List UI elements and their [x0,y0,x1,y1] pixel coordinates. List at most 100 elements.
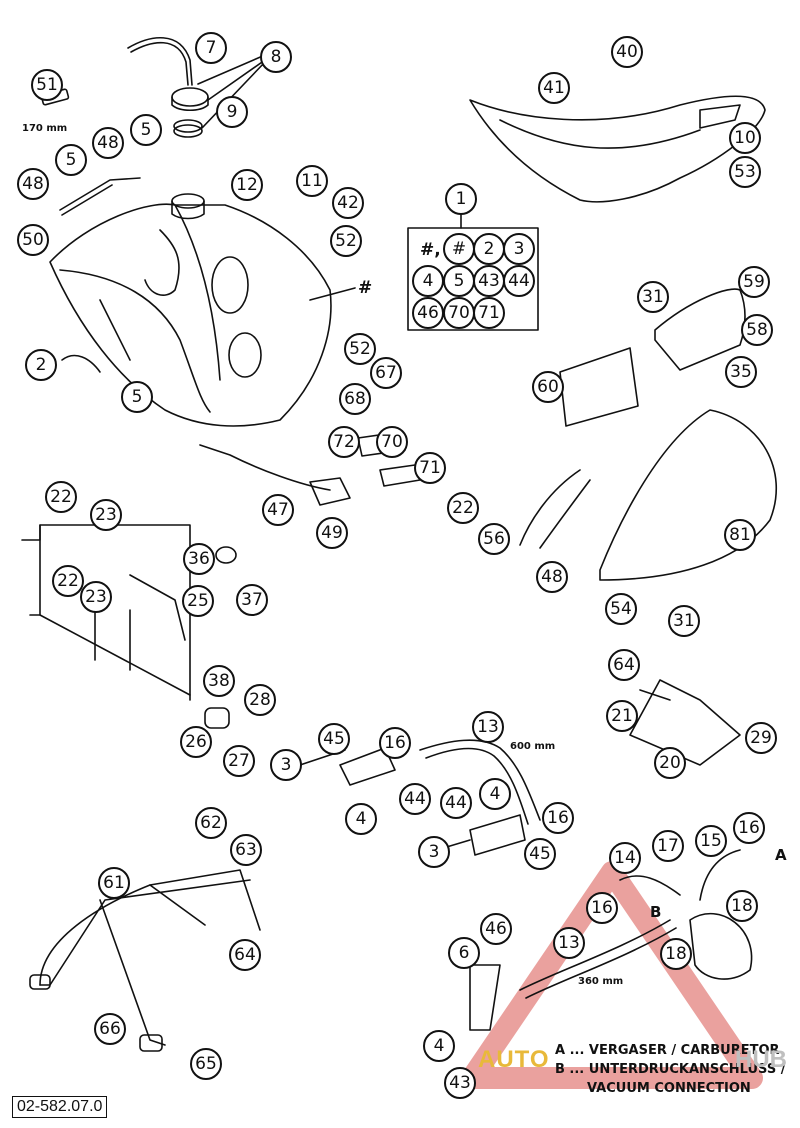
part-callout-5: 5 [130,114,162,146]
dimension-170mm: 170 mm [22,123,68,134]
part-callout-35: 35 [725,356,757,388]
part-callout-67: 67 [370,357,402,389]
fuel-tap-2-drawing [469,814,526,856]
part-callout-17: 17 [652,830,684,862]
part-callout-4: 4 [479,778,511,810]
part-callout-6: 6 [448,937,480,969]
part-callout-7: 7 [195,32,227,64]
hose-13-drawing [419,739,541,825]
bracket-2-drawing [61,354,101,373]
part-callout-31: 31 [637,281,669,313]
part-callout-13: 13 [472,711,504,743]
part-callout-5: 5 [443,265,475,297]
part-callout-72: 72 [328,426,360,458]
part-callout-3: 3 [503,233,535,265]
bracket-21-drawing [639,689,671,701]
cover-60-drawing [559,347,639,427]
part-callout-37: 37 [236,584,268,616]
part-callout-16: 16 [586,892,618,924]
part-callout-59: 59 [738,266,770,298]
part-callout-49: 49 [316,517,348,549]
dimension-360mm: 360 mm [578,976,624,987]
part-callout-43: 43 [473,265,505,297]
part-callout-14: 14 [609,842,641,874]
part-callout-22: 22 [52,565,84,597]
part-callout-36: 36 [183,543,215,575]
part-callout-52: 52 [330,225,362,257]
part-callout-38: 38 [203,665,235,697]
part-callout-9: 9 [216,96,248,128]
part-callout-31: 31 [668,605,700,637]
rubber-26-drawing [204,707,230,729]
watermark-triangle [461,861,763,1089]
document-number: 02-582.07.0 [12,1096,108,1118]
part-callout-47: 47 [262,494,294,526]
part-callout-29: 29 [745,722,777,754]
part-callout-58: 58 [741,314,773,346]
fuel-cap-drawing [127,37,266,138]
part-callout-45: 45 [318,723,350,755]
part-callout-71: 71 [473,297,505,329]
part-callout-70: 70 [376,426,408,458]
frame-tube-drawing [519,469,591,549]
part-callout-27: 27 [223,745,255,777]
part-callout-10: 10 [729,122,761,154]
hash-reference: # [358,278,373,298]
group-box [407,227,539,331]
part-callout-41: 41 [538,72,570,104]
part-callout-28: 28 [244,684,276,716]
part-callout-70: 70 [443,297,475,329]
part-callout-18: 18 [726,890,758,922]
part-callout-25: 25 [182,585,214,617]
part-callout-44: 44 [440,787,472,819]
part-callout-2: 2 [25,349,57,381]
part-callout-71: 71 [414,452,446,484]
part-callout-18: 18 [660,938,692,970]
part-callout-5: 5 [121,381,153,413]
part-callout-62: 62 [195,807,227,839]
part-callout-50: 50 [17,224,49,256]
part-callout-81: 81 [724,519,756,551]
part-callout-26: 26 [180,726,212,758]
legend-line-2: B ... UNTERDRUCKANSCHLUSS / [555,1062,786,1077]
part-callout-44: 44 [503,265,535,297]
part-callout-4: 4 [412,265,444,297]
rack-25-drawing [21,524,191,701]
part-callout-11: 11 [296,165,328,197]
legend-line-3: VACUUM CONNECTION [587,1081,751,1096]
part-callout-64: 64 [229,939,261,971]
part-callout-2: 2 [473,233,505,265]
part-callout-60: 60 [532,371,564,403]
cable-47-drawing [199,444,331,491]
part-callout-21: 21 [606,700,638,732]
part-callout-16: 16 [542,802,574,834]
part-callout-56: 56 [478,523,510,555]
part-callout-53: 53 [729,156,761,188]
part-callout-4: 4 [345,803,377,835]
part-callout-46: 46 [412,297,444,329]
part-callout-63: 63 [230,834,262,866]
luggage-rack-61-drawing [29,869,261,1052]
part-callout-15: 15 [695,825,727,857]
side-cover-81-drawing [599,409,778,581]
marker-b: B [650,903,662,921]
part-callout-68: 68 [339,383,371,415]
part-callout-46: 46 [480,913,512,945]
part-callout-65: 65 [190,1048,222,1080]
bushing-36-drawing [215,546,237,564]
part-callout-48: 48 [536,561,568,593]
part-callout-8: 8 [260,41,292,73]
seat-drawing [469,95,766,203]
legend-line-1: A ... VERGASER / CARBURETOR [555,1043,780,1058]
part-callout-42: 42 [332,187,364,219]
dimension-600mm: 600 mm [510,741,556,752]
part-callout-5: 5 [55,144,87,176]
part-callout-22: 22 [45,481,77,513]
part-callout-1: 1 [445,183,477,215]
part-callout-23: 23 [80,581,112,613]
vacuum-hose-drawing [519,849,753,999]
part-callout-23: 23 [90,499,122,531]
part-callout-4: 4 [423,1030,455,1062]
part-callout-61: 61 [98,867,130,899]
